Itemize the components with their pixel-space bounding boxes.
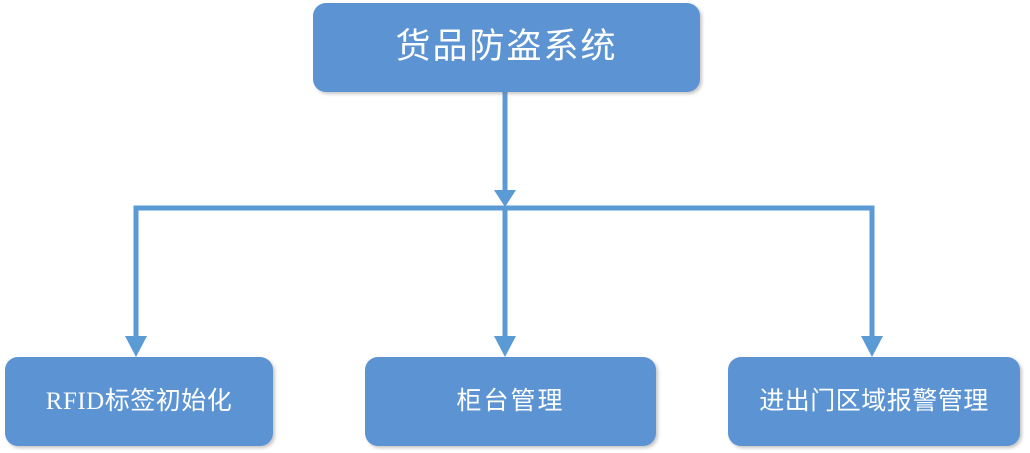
node-entrance-exit-area-alarm-management[interactable]: 进出门区域报警管理 bbox=[728, 357, 1020, 446]
connector-root-stem bbox=[502, 92, 508, 198]
connector-branch-right bbox=[869, 205, 875, 343]
node-rfid-tag-initialization[interactable]: RFID标签初始化 bbox=[5, 357, 273, 446]
arrowhead-branch-left bbox=[125, 336, 147, 357]
node-child-2-label: 进出门区域报警管理 bbox=[759, 387, 989, 415]
connector-horizontal-bus bbox=[136, 205, 872, 211]
node-child-0-label: RFID标签初始化 bbox=[45, 387, 233, 415]
connector-branch-left bbox=[133, 205, 139, 343]
node-root[interactable]: 货品防盗系统 bbox=[313, 3, 700, 92]
arrowhead-branch-middle bbox=[494, 336, 516, 357]
node-root-label: 货品防盗系统 bbox=[395, 27, 618, 67]
node-child-1-label: 柜台管理 bbox=[456, 387, 565, 415]
arrowhead-root-to-bus bbox=[494, 190, 516, 207]
connector-branch-middle bbox=[502, 205, 508, 343]
node-counter-management[interactable]: 柜台管理 bbox=[365, 357, 656, 446]
arrowhead-branch-right bbox=[861, 336, 883, 357]
